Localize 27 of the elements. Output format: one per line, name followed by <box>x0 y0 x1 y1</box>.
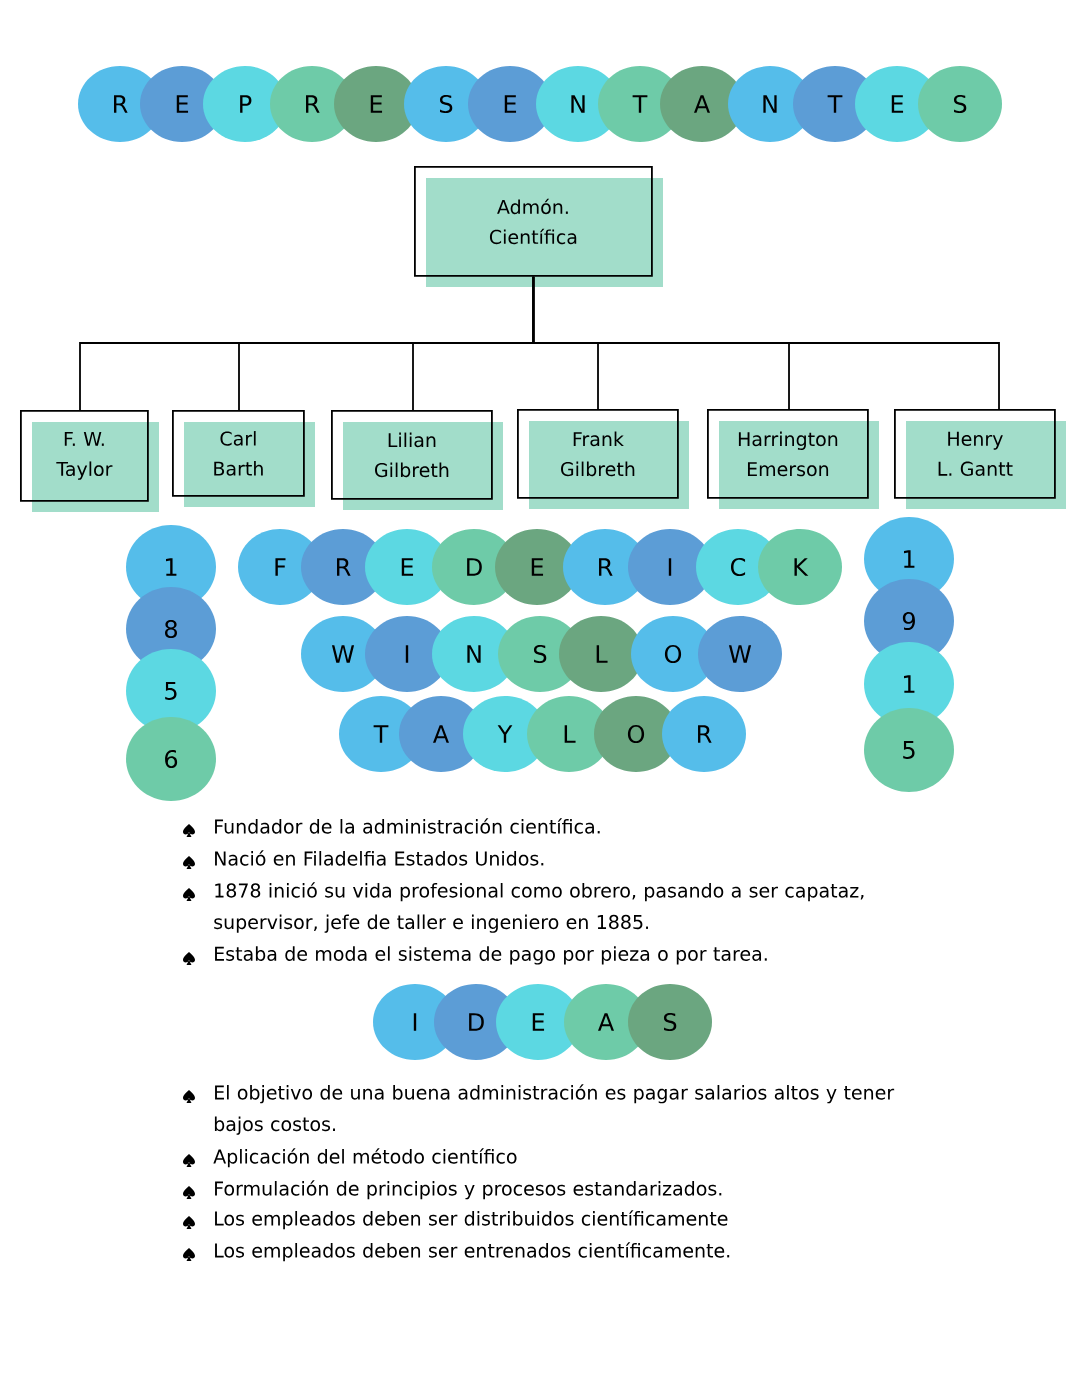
name-box: Frank Gilbreth <box>517 409 689 509</box>
name-box: Lilian Gilbreth <box>331 410 503 510</box>
connector-line <box>532 275 1000 410</box>
name-box: Admón. Científica <box>414 166 663 287</box>
bullet-text: Formulación de principios y procesos estandarizados. <box>215 1180 722 1200</box>
bullet-text: Nació en Filadelfia Estados Unidos. <box>215 850 544 866</box>
name-box: Carl Barth <box>172 410 315 507</box>
letter-bubble: W <box>698 616 782 692</box>
letter-bubble: K <box>758 529 842 605</box>
bullet-text: Estaba de moda el sistema de pago por pieza o por tarea. <box>215 946 767 965</box>
letter-bubble: L <box>559 616 643 692</box>
letter-bubble: E <box>334 66 418 142</box>
letter-bubble: S <box>918 66 1002 142</box>
bullet-text: El objetivo de una buena administración es pagar salarios altos y tener bajos costos. <box>214 1084 895 1135</box>
letter-bubble: S <box>628 984 712 1060</box>
bullet-text: Fundador de la administración científica. <box>215 818 600 834</box>
letter-bubble: 6 <box>126 717 216 801</box>
name-box: F. W. Taylor <box>20 410 159 512</box>
letter-bubble: I <box>628 529 712 605</box>
letter-bubble: R <box>662 696 746 772</box>
bullet-text: 1878 inició su vida profesional como obrero, pasando a ser capataz, supervisor, jefe de taller e ingeniero en 1885. <box>214 882 864 933</box>
name-box: Harrington Emerson <box>707 409 879 509</box>
letter-bubble: 5 <box>864 708 954 792</box>
name-box: Henry L. Gantt <box>894 409 1066 509</box>
bullet-text: Aplicación del método científico <box>213 1148 517 1168</box>
bullet-text: Los empleados deben ser entrenados científicamente. <box>215 1242 730 1262</box>
bullet-text: Los empleados deben ser distribuidos científicamente <box>215 1210 728 1230</box>
